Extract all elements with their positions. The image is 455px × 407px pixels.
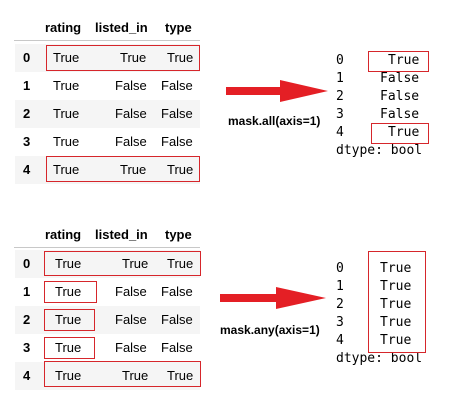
- table-row: 2 True False False: [15, 306, 200, 334]
- header-divider: [14, 247, 200, 248]
- table-row: 3 True False False: [15, 334, 200, 362]
- cell-listed-in: True: [120, 50, 147, 65]
- row-index: 4: [23, 162, 31, 177]
- row-highlight-box: [44, 251, 201, 276]
- cell-highlight-box: [44, 281, 97, 303]
- series-index: 4: [336, 125, 344, 140]
- row-index: 1: [23, 78, 31, 93]
- cell-listed-in: False: [115, 78, 147, 93]
- cell-type: False: [161, 340, 193, 355]
- series-index: 0: [336, 53, 344, 68]
- row-index: 2: [23, 106, 31, 121]
- cell-listed-in: False: [115, 106, 147, 121]
- series-dtype: dtype: bool: [336, 351, 423, 366]
- cell-listed-in: True: [122, 256, 149, 271]
- series-index: 0: [336, 261, 344, 276]
- series-index: 4: [336, 333, 344, 348]
- series-dtype: dtype: bool: [336, 143, 423, 158]
- series-index: 2: [336, 297, 344, 312]
- cell-rating: True: [53, 50, 80, 65]
- result-highlight-box: [368, 251, 426, 353]
- series-value: True: [380, 315, 412, 330]
- cell-type: False: [161, 312, 193, 327]
- series-value: False: [380, 89, 420, 104]
- cell-listed-in: True: [120, 162, 147, 177]
- column-header-listed-in: listed_in: [95, 20, 148, 35]
- cell-listed-in: False: [115, 340, 147, 355]
- cell-type: True: [167, 256, 194, 271]
- series-index: 1: [336, 279, 344, 294]
- series-value: True: [380, 279, 412, 294]
- method-caption: mask.all(axis=1): [228, 114, 321, 128]
- series-value: True: [380, 261, 412, 276]
- table-row: 4 True True True: [15, 362, 200, 390]
- cell-listed-in: False: [115, 284, 147, 299]
- cell-type: False: [161, 134, 193, 149]
- table-row: 3 True False False: [15, 128, 200, 156]
- cell-type: False: [161, 78, 193, 93]
- table-row: 4 True True True: [15, 156, 200, 184]
- column-header-rating: rating: [45, 20, 82, 35]
- row-highlight-box: [44, 361, 201, 387]
- column-header-type: type: [165, 20, 192, 35]
- cell-rating: True: [55, 256, 82, 271]
- series-value: True: [388, 125, 420, 140]
- result-highlight-box: [371, 123, 429, 144]
- cell-type: True: [167, 368, 194, 383]
- cell-rating: True: [53, 106, 80, 121]
- cell-type: False: [161, 106, 193, 121]
- table-row: 1 True False False: [15, 278, 200, 306]
- cell-type: True: [167, 162, 194, 177]
- column-header-type: type: [165, 227, 192, 242]
- row-index: 0: [23, 256, 31, 271]
- result-highlight-box: [368, 51, 429, 72]
- series-index: 3: [336, 315, 344, 330]
- row-index: 3: [23, 340, 31, 355]
- series-value: False: [380, 71, 420, 86]
- table-row: 1 True False False: [15, 72, 200, 100]
- cell-rating: True: [55, 284, 82, 299]
- cell-highlight-box: [44, 337, 95, 359]
- arrow-right-icon: [220, 287, 326, 309]
- cell-highlight-box: [44, 309, 95, 331]
- series-value: True: [380, 333, 412, 348]
- table-row: 2 True False False: [15, 100, 200, 128]
- series-index: 1: [336, 71, 344, 86]
- cell-listed-in: False: [115, 134, 147, 149]
- any-example-panel: rating listed_in type 0 True True True 1…: [0, 207, 455, 407]
- row-highlight-box: [46, 156, 200, 182]
- cell-rating: True: [55, 340, 82, 355]
- series-value: True: [380, 297, 412, 312]
- table-row: 0 True True True: [15, 44, 200, 72]
- series-value: False: [380, 107, 420, 122]
- all-example-panel: rating listed_in type 0 True True True 1…: [0, 0, 455, 200]
- header-divider: [14, 40, 200, 41]
- row-index: 4: [23, 368, 31, 383]
- cell-type: False: [161, 284, 193, 299]
- series-index: 2: [336, 89, 344, 104]
- cell-rating: True: [53, 134, 80, 149]
- table-row: 0 True True True: [15, 250, 200, 278]
- column-header-rating: rating: [45, 227, 82, 242]
- cell-rating: True: [55, 368, 82, 383]
- row-index: 1: [23, 284, 31, 299]
- row-index: 2: [23, 312, 31, 327]
- row-index: 3: [23, 134, 31, 149]
- cell-rating: True: [53, 162, 80, 177]
- row-highlight-box: [46, 45, 200, 71]
- cell-rating: True: [55, 312, 82, 327]
- series-value: True: [388, 53, 420, 68]
- cell-type: True: [167, 50, 194, 65]
- series-index: 3: [336, 107, 344, 122]
- row-index: 0: [23, 50, 31, 65]
- cell-listed-in: True: [122, 368, 149, 383]
- cell-listed-in: False: [115, 312, 147, 327]
- column-header-listed-in: listed_in: [95, 227, 148, 242]
- arrow-right-icon: [226, 80, 328, 102]
- cell-rating: True: [53, 78, 80, 93]
- method-caption: mask.any(axis=1): [220, 323, 320, 337]
